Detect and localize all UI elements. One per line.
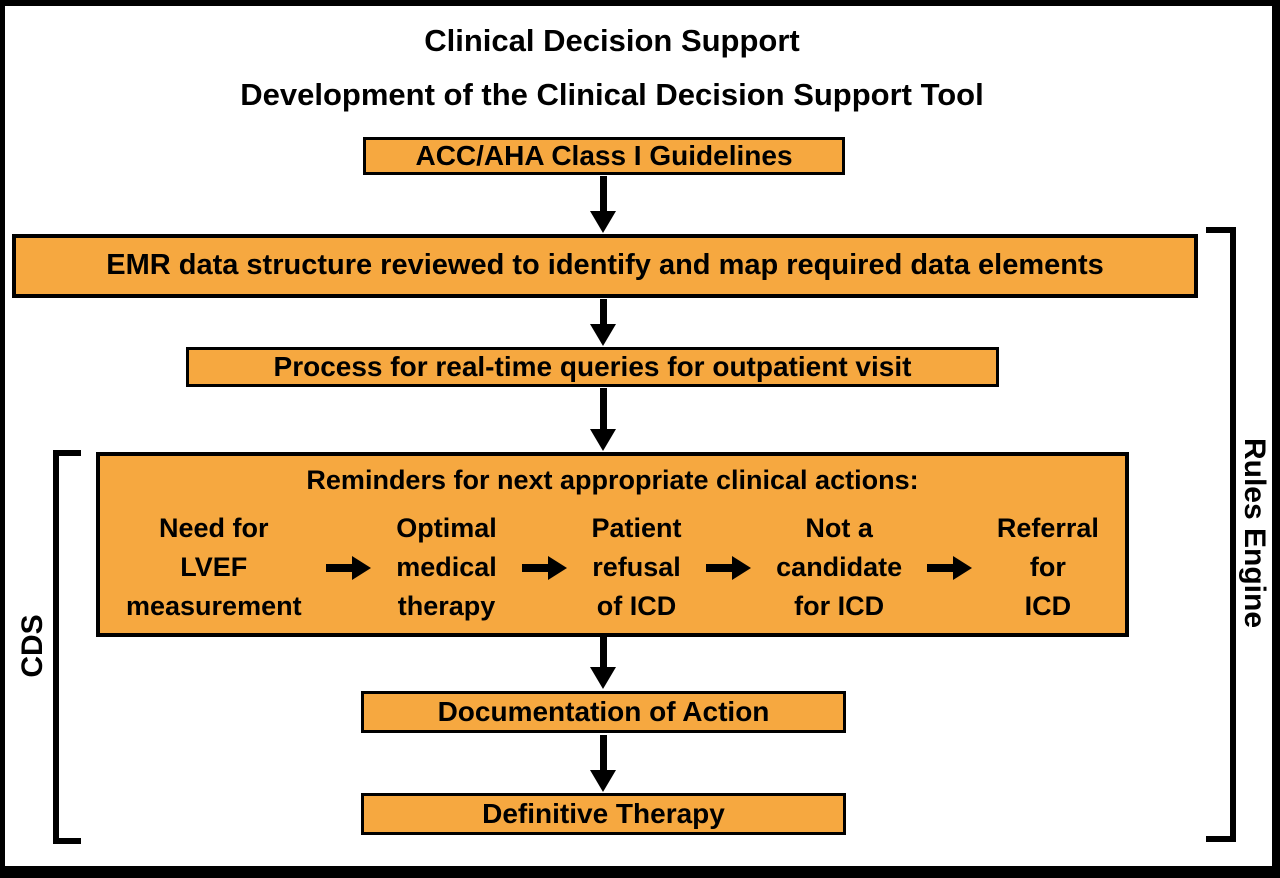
frame-border-bottom (0, 866, 1280, 878)
arrow-shaft (521, 563, 548, 572)
frame-border-left (0, 0, 5, 878)
frame-border-right (1272, 0, 1280, 878)
rules-engine-bracket-bottom-tip (1206, 836, 1236, 842)
node-acc-aha-guidelines-label: ACC/AHA Class I Guidelines (415, 139, 793, 171)
cds-bracket-top-tip (53, 450, 81, 456)
arrow-shaft (927, 563, 954, 572)
arrow-shaft (599, 299, 607, 324)
arrow-shaft (706, 563, 733, 572)
figure-subtitle: Development of the Clinical Decision Sup… (240, 77, 984, 112)
arrow-down-icon (590, 176, 616, 233)
cds-bracket-line (53, 450, 59, 844)
arrow-head (732, 555, 752, 580)
arrow-head (547, 555, 567, 580)
figure-title: Clinical Decision Support (424, 23, 800, 58)
node-realtime-queries: Process for real-time queries for outpat… (186, 347, 999, 387)
arrow-head (590, 667, 616, 689)
node-definitive-therapy: Definitive Therapy (361, 793, 846, 835)
arrow-down-icon (590, 299, 616, 346)
cds-label: CDS (16, 614, 49, 678)
node-documentation: Documentation of Action (361, 691, 846, 733)
arrow-down-icon (590, 735, 616, 792)
arrow-head (953, 555, 973, 580)
reminder-step-medical-therapy: Optimal medical therapy (396, 512, 497, 622)
arrow-shaft (599, 176, 607, 211)
arrow-head (590, 429, 616, 451)
rules-engine-label: Rules Engine (1238, 437, 1271, 629)
node-acc-aha-guidelines: ACC/AHA Class I Guidelines (363, 137, 845, 175)
reminders-header: Reminders for next appropriate clinical … (306, 465, 919, 495)
arrow-right-icon (326, 555, 372, 580)
arrow-down-icon (590, 636, 616, 689)
frame-border-top (0, 0, 1280, 6)
cds-bracket-bottom-tip (53, 838, 81, 844)
reminder-step-referral: Referral for ICD (996, 512, 1099, 622)
rules-engine-bracket-line (1230, 227, 1236, 842)
reminder-step-not-candidate: Not a candidate for ICD (776, 512, 903, 622)
arrow-shaft (326, 563, 353, 572)
node-realtime-queries-label: Process for real-time queries for outpat… (273, 350, 912, 382)
node-definitive-therapy-label: Definitive Therapy (482, 797, 725, 829)
reminders-step-row: Need for LVEF measurement Optimal medica… (100, 496, 1125, 633)
arrow-right-icon (927, 555, 973, 580)
reminder-step-patient-refusal: Patient refusal of ICD (591, 512, 682, 622)
node-emr-data-review: EMR data structure reviewed to identify … (12, 234, 1198, 298)
arrow-shaft (599, 636, 607, 667)
arrow-head (352, 555, 372, 580)
arrow-right-icon (706, 555, 752, 580)
arrow-down-icon (590, 388, 616, 451)
arrow-head (590, 770, 616, 792)
arrow-head (590, 324, 616, 346)
arrow-head (590, 211, 616, 233)
arrow-shaft (599, 735, 607, 770)
reminder-step-lvef: Need for LVEF measurement (126, 512, 302, 622)
arrow-shaft (599, 388, 607, 429)
arrow-right-icon (521, 555, 567, 580)
node-emr-data-review-label: EMR data structure reviewed to identify … (106, 249, 1104, 282)
node-reminders: Reminders for next appropriate clinical … (96, 452, 1129, 637)
node-documentation-label: Documentation of Action (437, 695, 770, 727)
rules-engine-bracket-top-tip (1206, 227, 1236, 233)
